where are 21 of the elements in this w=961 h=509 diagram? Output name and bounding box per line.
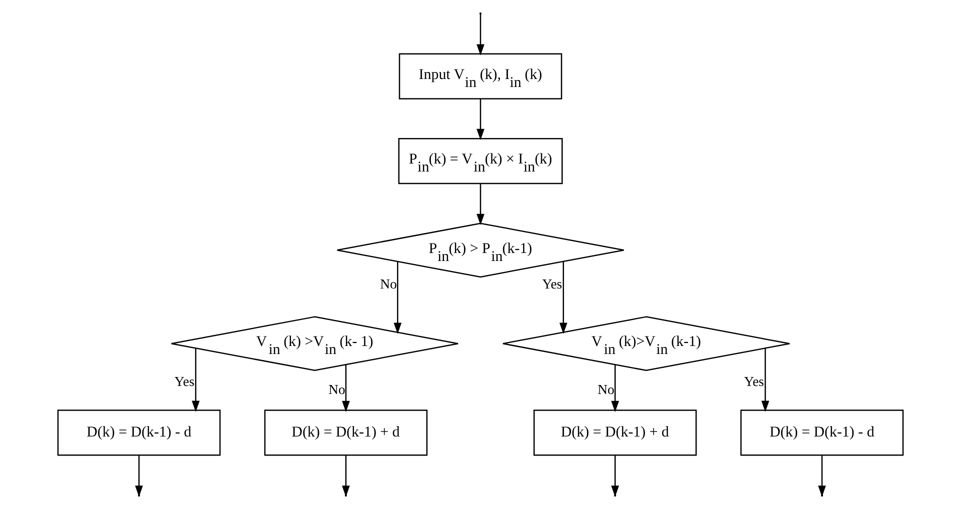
node-box: D(k) = D(k-1) + d [264,410,428,456]
arrow [394,262,402,334]
edge-label: Yes [174,374,194,389]
arrow [342,364,350,412]
node-box: D(k) = D(k-1) - d [740,410,904,456]
edge-label: No [598,382,614,398]
node-box: D(k) = D(k-1) - d [57,410,221,456]
edge-label: No [380,276,397,292]
edge-label: No [328,382,346,398]
arrow [476,184,484,226]
arrow [476,98,484,140]
node-box: D(k) = D(k-1) + d [533,410,697,456]
arrow [192,348,200,412]
edge-label: Yes [744,374,764,389]
arrow [761,348,770,412]
arrow [476,14,484,56]
edge-label: Yes [542,276,562,292]
arrow [611,364,620,412]
arrow [559,262,568,334]
arrow [135,455,143,497]
arrow [818,455,826,497]
